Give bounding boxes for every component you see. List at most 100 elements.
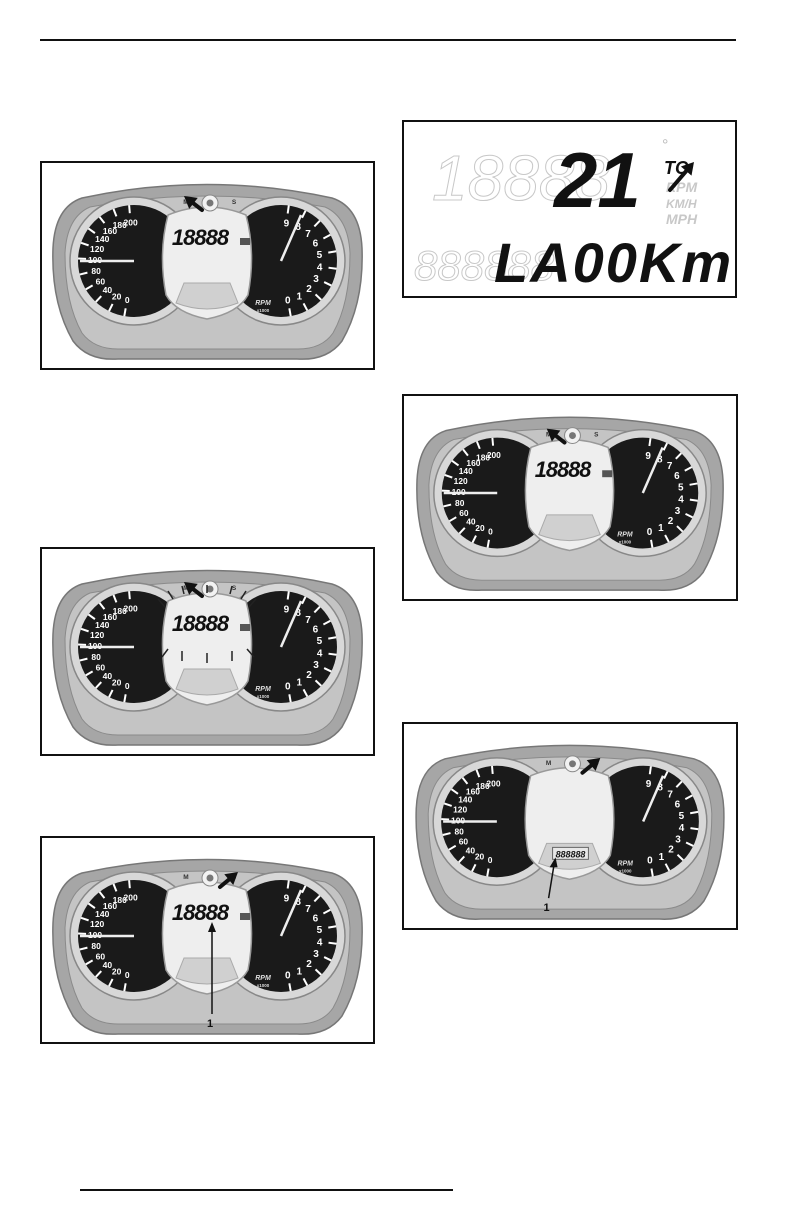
pointer-arrow [668, 162, 694, 192]
speed-tick [80, 916, 89, 922]
rpm-tick [314, 968, 322, 976]
rpm-tick-label: 2 [668, 516, 674, 527]
speed-tick-label: 180 [476, 781, 490, 791]
rpm-tick-label: 8 [295, 897, 301, 908]
rpm-tick [322, 233, 331, 240]
rpm-tick-label: 5 [678, 482, 684, 493]
speed-tick-label: 140 [95, 909, 109, 919]
rpm-tick-label: 9 [284, 604, 290, 615]
figure-gauge-mode-button: 0204060801001201401601802000123456789RPM… [40, 161, 375, 370]
rpm-tick-label: 2 [306, 670, 312, 681]
set-button-label: S [594, 432, 599, 439]
rpm-tick-label: 2 [668, 844, 674, 855]
rpm-tick-label: 7 [667, 790, 673, 801]
rpm-tick-label: 1 [297, 291, 303, 302]
speed-tick-label: 180 [113, 220, 127, 230]
rpm-tick [676, 853, 684, 861]
rpm-tick-label: 1 [658, 523, 664, 534]
rpm-tick-label: 5 [679, 811, 685, 822]
rpm-tick-label: 3 [313, 274, 319, 285]
rpm-tick [684, 466, 693, 472]
speed-tick [98, 602, 106, 610]
rpm-tick [685, 512, 694, 519]
speed-tick-label: 40 [103, 960, 113, 970]
rpm-tick [322, 908, 331, 915]
display-unit-block [602, 470, 613, 478]
rpm-tick [650, 868, 654, 877]
flash-indicator [157, 598, 166, 608]
speed-tick [443, 802, 453, 807]
rpm-needle [279, 214, 303, 262]
speed-tick [450, 788, 459, 795]
speed-tick [108, 689, 114, 698]
speed-tick-label: 20 [112, 966, 122, 976]
flash-indicator [246, 648, 255, 658]
lcd-unit-kmh: KM/H [666, 197, 697, 211]
rpm-tick-label: 8 [295, 222, 301, 233]
speed-tick-label: 80 [455, 826, 465, 836]
rpm-sublabel: x1000 [619, 540, 632, 545]
rpm-tick [648, 437, 652, 447]
logo-icon-center [206, 585, 214, 593]
flash-indicator [161, 648, 169, 658]
callout-arrowhead [208, 922, 216, 932]
speed-tick [108, 978, 114, 987]
speed-tick [112, 208, 118, 217]
rpm-needle [279, 600, 303, 648]
speed-tick-label: 20 [112, 291, 122, 301]
rpm-needle [641, 446, 664, 494]
rpm-tick-label: 5 [317, 636, 323, 647]
speed-tick-label: 120 [90, 919, 104, 929]
mode-button-label: M [183, 874, 188, 881]
rpm-tick [323, 281, 332, 287]
speed-tick-label: 120 [453, 804, 467, 814]
rpm-label: RPM [255, 975, 271, 982]
display-digits: 18888 [172, 225, 230, 250]
callout-number: 1 [207, 1018, 213, 1030]
speed-tick [128, 205, 131, 214]
speed-tick [491, 765, 494, 775]
rpm-tick-label: 4 [317, 262, 323, 273]
rpm-tick [664, 534, 670, 543]
speed-tick [95, 970, 102, 978]
rpm-tick-label: 0 [285, 970, 291, 981]
footer-rule [80, 1189, 453, 1191]
rpm-tick [328, 636, 337, 640]
pointer-arrow [580, 757, 601, 775]
speed-tick [98, 216, 106, 224]
flash-indicator [181, 585, 185, 595]
speedometer-face [441, 765, 553, 878]
speed-tick-label: 200 [487, 450, 501, 460]
speed-tick [85, 284, 94, 291]
center-lower-window [175, 282, 239, 310]
speed-tick [87, 613, 96, 620]
rpm-tick-label: 0 [647, 527, 653, 538]
rpm-tick [675, 452, 683, 460]
rpm-tick [685, 841, 694, 847]
speed-tick-label: 60 [96, 276, 106, 286]
display-digits: 18888 [535, 457, 592, 482]
flash-indicator [229, 585, 233, 595]
speed-tick-label: 80 [91, 652, 101, 662]
rpm-tick [690, 827, 699, 831]
speed-tick [448, 844, 457, 851]
center-lower-window [175, 957, 239, 985]
speed-tick [442, 832, 451, 836]
speed-tick [128, 880, 131, 889]
speed-tick [123, 694, 127, 703]
rpm-tick-label: 3 [675, 506, 681, 517]
rpm-tick [323, 956, 332, 962]
rpm-tick-label: 3 [313, 660, 319, 671]
rpm-sublabel: x1000 [257, 983, 270, 988]
lcd-unit-mph: MPH [666, 211, 698, 227]
speed-tick-label: 140 [95, 234, 109, 244]
logo-icon-center [569, 760, 576, 768]
lcd-top-digits: 21 [552, 136, 641, 224]
speed-tick [79, 946, 88, 951]
callout-arrowhead [549, 857, 558, 868]
speed-tick [486, 539, 490, 548]
speed-tick-label: 140 [95, 620, 109, 630]
figure-gauge-flashing: 0204060801001201401601802000123456789RPM… [40, 547, 375, 756]
rpm-tick [302, 302, 309, 311]
rpm-tick-label: 7 [667, 461, 673, 472]
